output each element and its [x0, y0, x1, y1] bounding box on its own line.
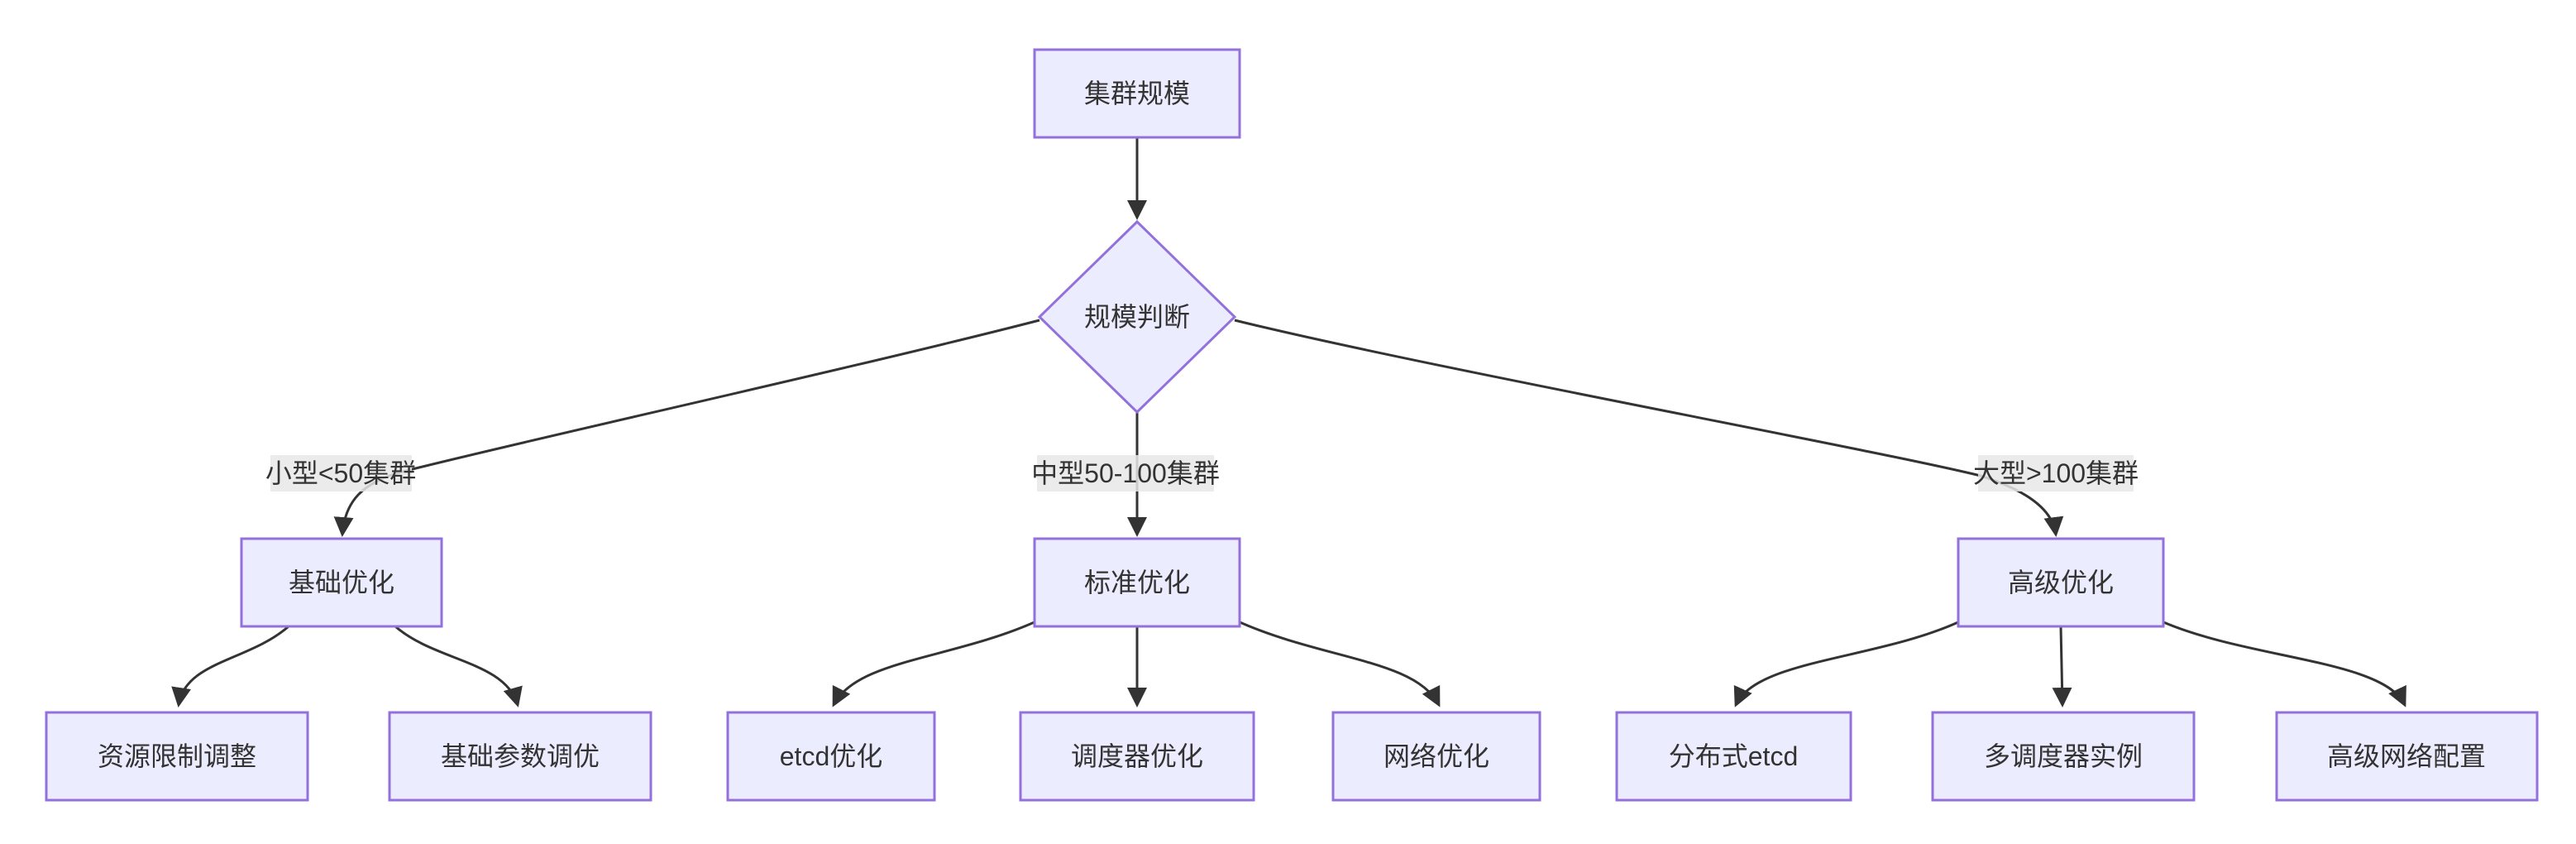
edge-label-medium-bg: [1037, 455, 1214, 492]
edge-basic-resource-limit: [171, 625, 289, 707]
node-multi-scheduler-box: [1931, 711, 2196, 802]
node-resource-limit-box: [45, 711, 309, 802]
edge-label-large-text: 大型>100集群: [1973, 458, 2139, 488]
node-advanced-network-config-box: [2275, 711, 2539, 802]
node-standard-optimization: 标准优化: [1033, 537, 1241, 628]
edge-advanced-dist-etcd: [1733, 620, 1961, 707]
node-basic-optimization-box: [240, 537, 443, 628]
node-standard-optimization-box: [1033, 537, 1241, 628]
node-distributed-etcd-label: 分布式etcd: [1669, 741, 1799, 771]
node-network-optimization-label: 网络优化: [1384, 741, 1489, 771]
edge-label-group: 小型<50集群 中型50-100集群 大型>100集群: [265, 455, 2139, 492]
node-standard-optimization-label: 标准优化: [1084, 568, 1190, 597]
node-basic-param: 基础参数调优: [388, 711, 652, 802]
node-scale-decision-label: 规模判断: [1084, 302, 1190, 332]
node-advanced-optimization: 高级优化: [1957, 537, 2165, 628]
node-cluster-scale-box: [1033, 48, 1241, 139]
edge-label-small-text: 小型<50集群: [265, 458, 416, 488]
node-basic-param-box: [388, 711, 652, 802]
edge-standard-etcd: [832, 620, 1037, 707]
node-network-optimization: 网络优化: [1331, 711, 1541, 802]
node-network-optimization-box: [1331, 711, 1541, 802]
node-multi-scheduler: 多调度器实例: [1931, 711, 2196, 802]
node-etcd-optimization: etcd优化: [726, 711, 936, 802]
node-scheduler-optimization-label: 调度器优化: [1071, 741, 1203, 771]
edge-label-medium: 中型50-100集群: [1031, 455, 1220, 492]
edge-decision-basic: [333, 319, 1040, 537]
node-advanced-network-config-label: 高级网络配置: [2327, 741, 2486, 771]
edge-label-small-bg: [270, 455, 412, 492]
edge-label-small: 小型<50集群: [265, 455, 416, 492]
edge-advanced-multi-scheduler: [2052, 626, 2072, 707]
edge-label-large: 大型>100集群: [1973, 455, 2139, 492]
node-scale-decision: 规模判断: [1037, 219, 1237, 415]
node-scale-decision-diamond: [1037, 219, 1237, 415]
node-advanced-network-config: 高级网络配置: [2275, 711, 2539, 802]
edge-group: [171, 137, 2406, 707]
node-cluster-scale-label: 集群规模: [1084, 79, 1190, 108]
node-multi-scheduler-label: 多调度器实例: [1984, 741, 2143, 771]
node-basic-param-label: 基础参数调优: [441, 741, 600, 771]
node-resource-limit: 资源限制调整: [45, 711, 309, 802]
edge-advanced-adv-network: [2161, 620, 2406, 707]
node-distributed-etcd-box: [1615, 711, 1852, 802]
node-group: 集群规模 规模判断 基础优化 标准优化 高级优化 资源限制调整 基础参数调优: [45, 48, 2539, 802]
edge-decision-advanced: [1234, 319, 2064, 537]
node-scheduler-optimization: 调度器优化: [1019, 711, 1255, 802]
edge-label-large-bg: [1978, 455, 2134, 492]
node-advanced-optimization-label: 高级优化: [2008, 568, 2114, 597]
node-distributed-etcd: 分布式etcd: [1615, 711, 1852, 802]
node-resource-limit-label: 资源限制调整: [98, 741, 256, 771]
node-scheduler-optimization-box: [1019, 711, 1255, 802]
node-etcd-optimization-label: etcd优化: [780, 741, 883, 771]
node-basic-optimization-label: 基础优化: [289, 568, 394, 597]
node-basic-optimization: 基础优化: [240, 537, 443, 628]
node-etcd-optimization-box: [726, 711, 936, 802]
node-advanced-optimization-box: [1957, 537, 2165, 628]
node-cluster-scale: 集群规模: [1033, 48, 1241, 139]
edge-basic-basic-param: [394, 625, 523, 707]
edge-standard-network: [1237, 620, 1441, 707]
edge-label-medium-text: 中型50-100集群: [1031, 458, 1220, 488]
